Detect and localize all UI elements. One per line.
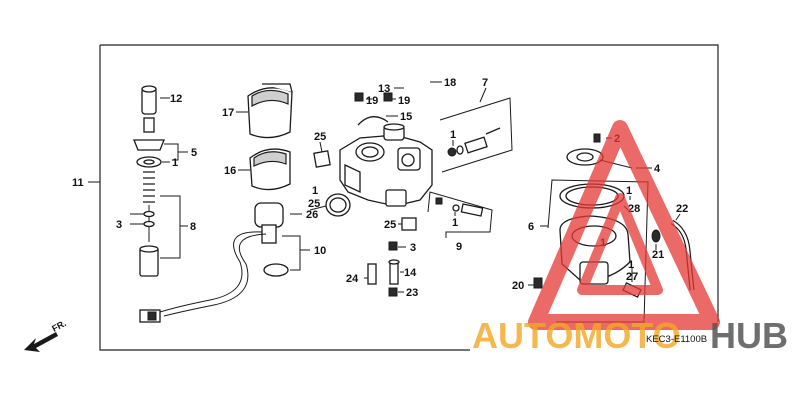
carb-cap-cover [249, 148, 291, 191]
callout-10: 10 [314, 245, 326, 257]
callout-5: 5 [191, 147, 197, 159]
callout-9: 9 [456, 241, 462, 253]
auto-choke [139, 202, 289, 323]
callout-19-right: 19 [398, 95, 410, 107]
watermark-text-automoto: AUTOMOTO [472, 315, 681, 356]
callout-1-float: 1 [626, 185, 632, 197]
callout-27: 27 [626, 271, 638, 283]
callout-8: 8 [190, 221, 196, 233]
watermark-text-hub: HUB [710, 315, 788, 356]
clip [357, 116, 389, 126]
callout-18: 18 [444, 77, 456, 89]
callout-24: 24 [346, 273, 359, 285]
watermark-logo [528, 120, 720, 330]
callout-25-top: 25 [314, 131, 326, 143]
callout-1-body: 1 [312, 185, 318, 197]
callout-22: 22 [676, 203, 688, 215]
callout-25-lower: 25 [384, 219, 396, 231]
bracket [401, 217, 417, 231]
callout-7: 7 [482, 77, 488, 89]
diagram-frame [100, 44, 719, 322]
callout-26: 26 [306, 209, 318, 221]
callout-13: 13 [378, 83, 390, 95]
air-screw-set [447, 127, 501, 157]
callout-25-gasket: 25 [308, 198, 320, 210]
callout-12: 12 [170, 93, 182, 105]
diagram-frame-bottom [99, 45, 470, 351]
callout-14: 14 [404, 267, 417, 279]
callout-15: 15 [400, 111, 412, 123]
callout-1-drain: 1 [628, 259, 634, 271]
callout-3-body: 3 [410, 242, 416, 254]
callout-6: 6 [528, 221, 534, 233]
callout-16: 16 [224, 165, 236, 177]
carb-top-cap [247, 83, 293, 139]
needle-assembly [133, 85, 165, 277]
callout-1-needle: 1 [172, 157, 178, 169]
callout-4: 4 [654, 163, 661, 175]
callout-17: 17 [222, 107, 234, 119]
callout-11: 11 [72, 177, 84, 189]
front-direction-label: FR. [50, 318, 67, 334]
callout-20: 20 [512, 280, 524, 292]
callout-1-airscrew: 1 [450, 129, 456, 141]
front-direction-arrow-icon [24, 332, 58, 352]
pilot-screw-set [435, 197, 484, 217]
carburetor-body [339, 123, 433, 207]
callout-23: 23 [406, 287, 418, 299]
callout-21: 21 [652, 249, 664, 261]
callout-19-left: 19 [366, 95, 378, 107]
diagram-code: KEC3-E1100B [646, 334, 707, 345]
callout-1-pilot: 1 [452, 217, 458, 229]
callout-3-needle: 3 [116, 219, 122, 231]
